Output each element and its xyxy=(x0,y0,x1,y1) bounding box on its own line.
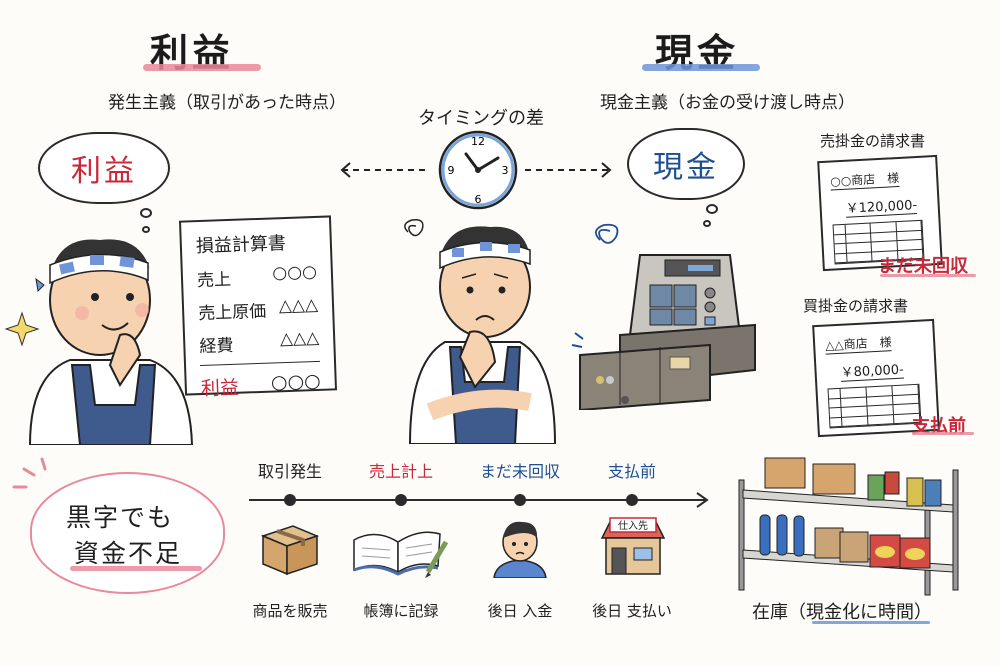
pl-value: ○○○ xyxy=(272,261,318,284)
thought-dot xyxy=(703,220,711,227)
timeline-step-4-label: 支払前 xyxy=(607,462,657,481)
inventory-shelf-icon xyxy=(738,457,959,596)
timeline-dot xyxy=(626,494,638,506)
supplier-shop-icon xyxy=(600,517,666,575)
thought-dot xyxy=(140,208,152,218)
unpaid-underline xyxy=(912,432,974,435)
callout-line-2: 資金不足 xyxy=(74,539,183,568)
uncollected-stamp: まだ未回収 xyxy=(878,256,968,277)
payable-invoice-heading: 買掛金の請求書 xyxy=(803,297,909,315)
timeline-step-1-label: 取引発生 xyxy=(257,462,323,481)
payable-amount: ￥80,000- xyxy=(840,358,905,382)
pl-value: △△△ xyxy=(279,327,320,350)
svg-text:12: 12 xyxy=(471,135,485,148)
worried-customer-icon xyxy=(493,521,547,578)
inventory-caption: 在庫（現金化に時間） xyxy=(752,598,932,624)
thought-dot xyxy=(142,226,150,233)
warning-callout-cloud xyxy=(30,472,225,594)
emphasis-lines-icon xyxy=(12,457,47,489)
accrual-basis-subtitle: 発生主義（取引があった時点） xyxy=(108,93,346,113)
timeline-step-1-caption: 商品を販売 xyxy=(252,602,328,620)
supplier-shop-sign: 仕入先 xyxy=(618,521,648,532)
clock-with-arrows-icon: 12 3 6 9 xyxy=(340,130,612,210)
pl-profit-value: ○○○ xyxy=(270,369,322,394)
callout-underline xyxy=(70,566,202,571)
svg-text:3: 3 xyxy=(502,164,509,177)
cash-basis-subtitle: 現金主義（お金の受け渡し時点） xyxy=(600,93,855,113)
pl-value: △△△ xyxy=(278,294,319,317)
ledger-with-pencil-icon xyxy=(353,531,449,578)
timeline-step-3-caption: 後日 入金 xyxy=(487,602,553,620)
cash-thought-bubble: 現金 xyxy=(627,128,745,200)
profit-title-underline xyxy=(143,64,261,71)
pl-row-expenses: 経費 △△△ xyxy=(199,328,320,357)
pl-divider xyxy=(200,360,321,367)
timing-difference-label: タイミングの差 xyxy=(418,108,544,129)
timeline-step-3-label: まだ未回収 xyxy=(479,462,561,481)
timeline-step-2-caption: 帳簿に記録 xyxy=(363,602,439,620)
pl-label: 経費 xyxy=(199,335,234,358)
pl-profit-label: 利益 xyxy=(200,376,240,401)
timeline-step-2-label: 売上計上 xyxy=(368,462,434,481)
payable-addressee: △△商店 様 xyxy=(824,333,893,355)
timeline-dot xyxy=(284,494,296,506)
timeline-dot xyxy=(514,494,526,506)
smiling-shopkeeper-illustration xyxy=(4,239,194,445)
thought-dot xyxy=(706,204,718,214)
callout-line-1: 黒字でも xyxy=(66,503,175,532)
receivable-invoice-heading: 売掛金の請求書 xyxy=(820,132,926,150)
receivable-addressee: ○○商店 様 xyxy=(829,168,900,191)
invoice-table xyxy=(827,383,922,429)
timeline-dot xyxy=(395,494,407,506)
pl-label: 売上原価 xyxy=(197,301,267,325)
svg-text:9: 9 xyxy=(448,164,455,177)
pl-row-cogs: 売上原価 △△△ xyxy=(198,295,319,324)
cash-register-icon xyxy=(571,223,756,410)
timeline-axis xyxy=(249,492,709,508)
pl-row-profit: 利益 ○○○ xyxy=(200,370,321,401)
pl-label: 売上 xyxy=(196,269,232,292)
cardboard-box-icon xyxy=(260,525,320,576)
receivable-amount: ￥120,000- xyxy=(845,194,918,218)
inventory-note: （現金化に時間） xyxy=(788,602,932,623)
cash-thought-text: 現金 xyxy=(653,150,719,185)
uncollected-underline xyxy=(880,274,976,277)
worried-shopkeeper-illustration xyxy=(404,218,557,444)
unpaid-stamp: 支払前 xyxy=(912,416,966,437)
inventory-label: 在庫 xyxy=(752,602,788,623)
inventory-underline xyxy=(812,621,930,624)
svg-text:6: 6 xyxy=(475,193,482,206)
income-statement-paper: 損益計算書 売上 ○○○ 売上原価 △△△ 経費 △△△ 利益 ○○○ xyxy=(178,215,338,400)
profit-thought-bubble: 利益 xyxy=(38,132,170,204)
profit-thought-text: 利益 xyxy=(71,154,137,189)
timeline-step-4-caption: 後日 支払い xyxy=(592,602,672,620)
income-statement-title: 損益計算書 xyxy=(195,232,287,258)
pl-row-sales: 売上 ○○○ xyxy=(197,262,318,291)
cash-title-underline xyxy=(642,64,760,71)
